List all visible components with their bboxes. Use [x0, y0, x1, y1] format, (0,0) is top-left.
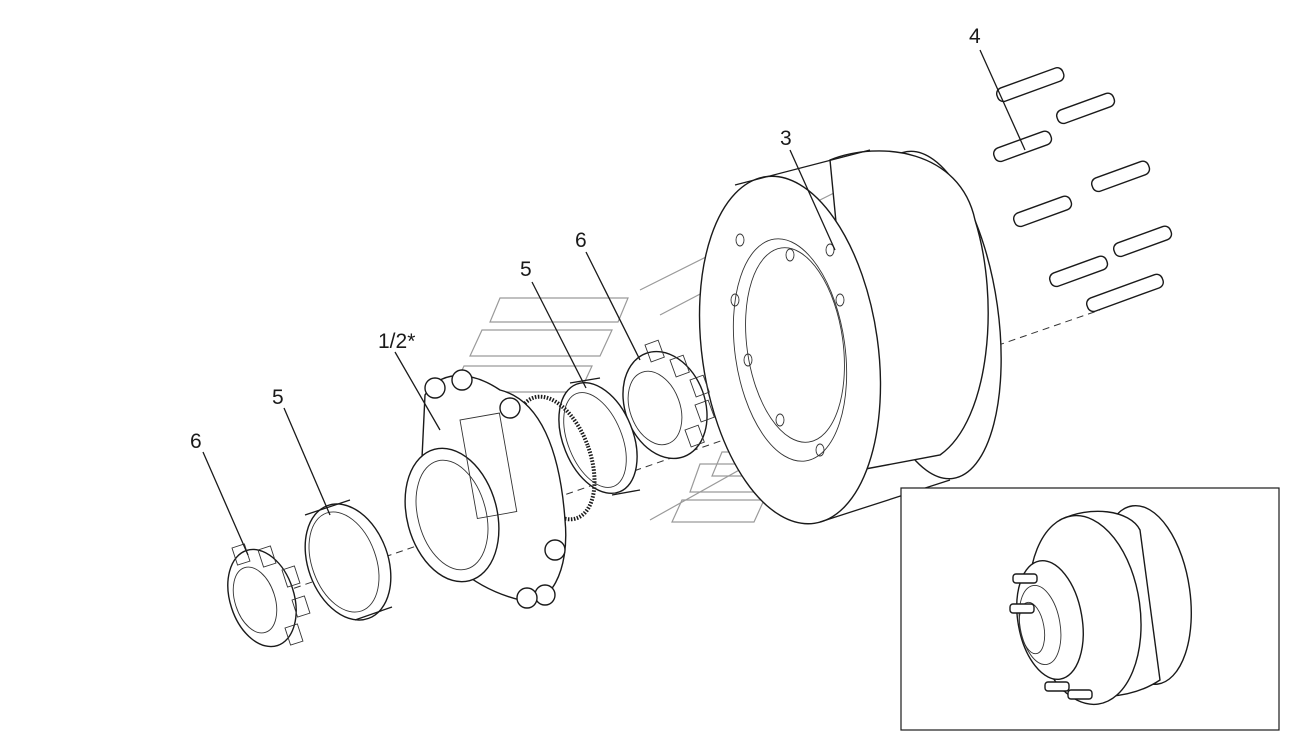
callout-bearing-cup-right: 5 [520, 258, 532, 281]
callout-wheel-studs: 4 [969, 25, 981, 48]
callout-hub: 1/2* [378, 330, 415, 353]
callout-bearing-cone-left: 6 [190, 430, 202, 453]
abs-tone-ring [513, 394, 597, 522]
callout-labels: 6 5 1/2* 5 6 3 4 [190, 25, 981, 453]
callout-bearing-cup-left: 5 [272, 386, 284, 409]
bearing-cup-right [558, 377, 641, 496]
bearing-cone-left [227, 543, 311, 648]
bearing-cup-left [304, 499, 393, 621]
callout-bearing-cone-right: 6 [575, 229, 587, 252]
brake-drum [698, 149, 1002, 525]
leader-lines [202, 49, 1026, 556]
assembled-view-inset [900, 487, 1280, 731]
hub [404, 369, 567, 609]
bearing-cone-right [622, 339, 715, 460]
callout-brake-drum: 3 [780, 127, 792, 150]
wheel-studs [992, 67, 1173, 313]
